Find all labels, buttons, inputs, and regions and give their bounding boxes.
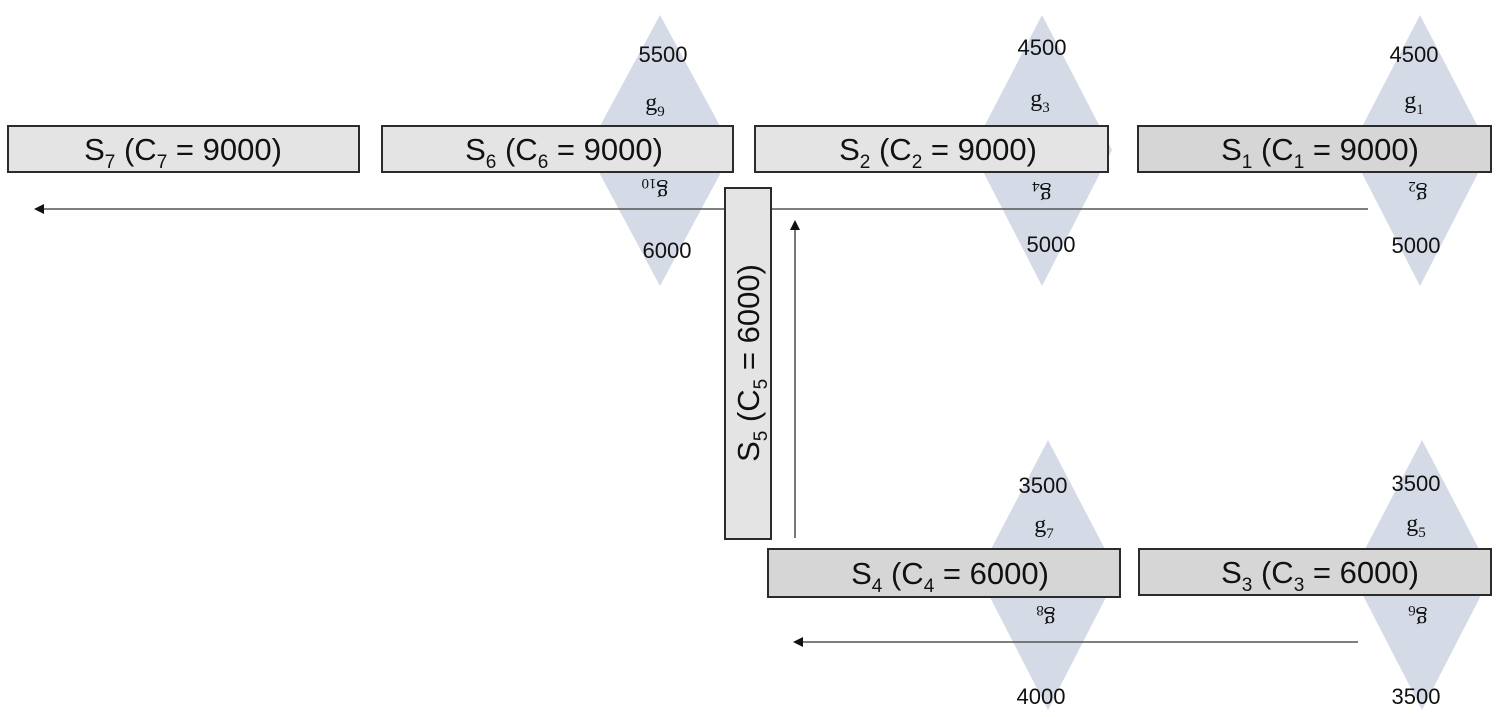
gate-g7-value: 3500: [1019, 473, 1068, 498]
gate-g1-label: g1: [1404, 88, 1424, 118]
segment-s1: S1 (C1 = 9000): [1137, 125, 1492, 173]
flow-lines: [34, 204, 1368, 647]
gate-g9-value: 5500: [639, 42, 688, 67]
gate-g8-label: g8: [1036, 602, 1056, 632]
gate-g5-value: 3500: [1392, 471, 1441, 496]
segment-s2: S2 (C2 = 9000): [754, 125, 1109, 173]
gate-g5-label: g5: [1406, 511, 1426, 541]
segment-s7-label: S7 (C7 = 9000): [84, 132, 282, 173]
gate-labels: g9 g10 g3 g4 g1 g2 g7 g8 g5 g6: [642, 86, 1428, 632]
segment-s4: S4 (C4 = 6000): [767, 548, 1121, 598]
gate-g7-label: g7: [1034, 512, 1054, 542]
gate-g6-label: g6: [1408, 602, 1428, 632]
gate-g4-value: 5000: [1027, 232, 1076, 257]
gate-g2-label: g2: [1408, 178, 1428, 208]
segment-s5: S5 (C5 = 6000): [724, 187, 772, 540]
gate-g10-value: 6000: [643, 238, 692, 263]
gate-g6-value: 3500: [1392, 684, 1441, 709]
gate-g9-label: g9: [645, 90, 665, 120]
segments: S7 (C7 = 9000) S6 (C6 = 9000) S2 (C2 = 9…: [7, 125, 1492, 598]
segment-s6-label: S6 (C6 = 9000): [465, 132, 663, 173]
segment-s7: S7 (C7 = 9000): [7, 125, 360, 173]
gate-values: 5500 6000 4500 5000 4500 5000 3500 4000 …: [639, 35, 1441, 709]
gate-g3-label: g3: [1030, 86, 1050, 116]
segment-s1-label: S1 (C1 = 9000): [1221, 132, 1419, 173]
gate-g4-label: g4: [1032, 178, 1052, 208]
gate-g3-value: 4500: [1018, 35, 1067, 60]
segment-s2-label: S2 (C2 = 9000): [839, 132, 1037, 173]
segment-s5-label: S5 (C5 = 6000): [731, 264, 772, 462]
segment-s3: S3 (C3 = 6000): [1138, 548, 1492, 596]
gate-g1-value: 4500: [1390, 42, 1439, 67]
segment-s6: S6 (C6 = 9000): [381, 125, 734, 173]
segment-s4-label: S4 (C4 = 6000): [851, 556, 1049, 597]
gate-g8-value: 4000: [1017, 684, 1066, 709]
gate-g2-value: 5000: [1392, 233, 1441, 258]
segment-s3-label: S3 (C3 = 6000): [1221, 555, 1419, 596]
gate-g10-label: g10: [642, 175, 669, 205]
